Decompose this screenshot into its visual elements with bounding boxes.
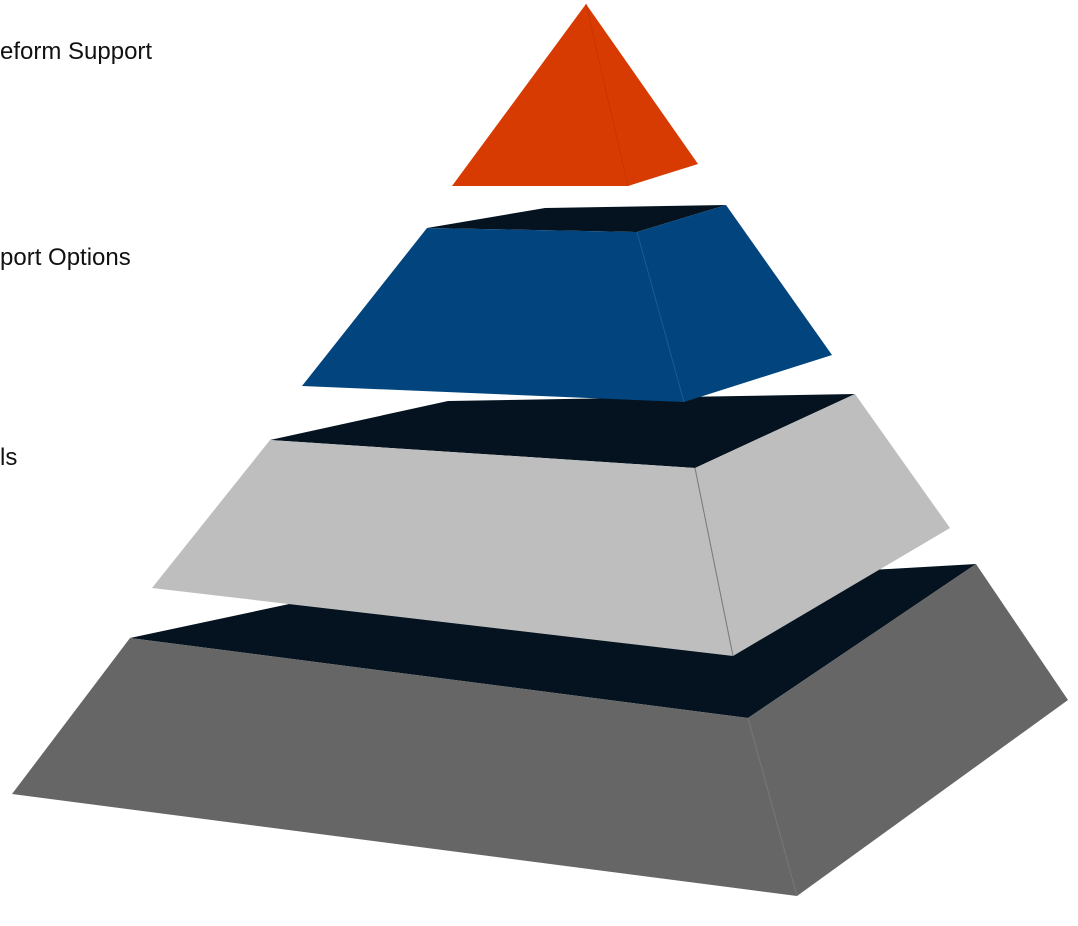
tier-base-side-face: [748, 564, 1068, 896]
tier-second-edge: [636, 231, 685, 403]
tier-third-top-face: [270, 394, 855, 468]
tier-top-label: eform Support: [0, 38, 153, 65]
tier-third-front-face: [152, 440, 733, 656]
tier-second: [302, 205, 832, 403]
tier-top-edge: [585, 3, 629, 187]
tier-third: [152, 394, 950, 657]
tier-third-side-face: [695, 394, 950, 656]
tier-second-label: port Options: [0, 244, 131, 271]
tier-third-label: ls: [0, 444, 18, 471]
tier-base-front-face: [12, 638, 797, 896]
tier-base-edge: [747, 717, 798, 897]
tier-second-top-face: [427, 205, 726, 232]
tier-second-side-face: [637, 205, 832, 402]
tier-top-side-face: [586, 4, 698, 186]
tier-top-front-face: [452, 4, 628, 186]
tier-third-edge: [694, 467, 734, 657]
tier-second-front-face: [302, 228, 684, 402]
tier-top: [452, 3, 698, 187]
